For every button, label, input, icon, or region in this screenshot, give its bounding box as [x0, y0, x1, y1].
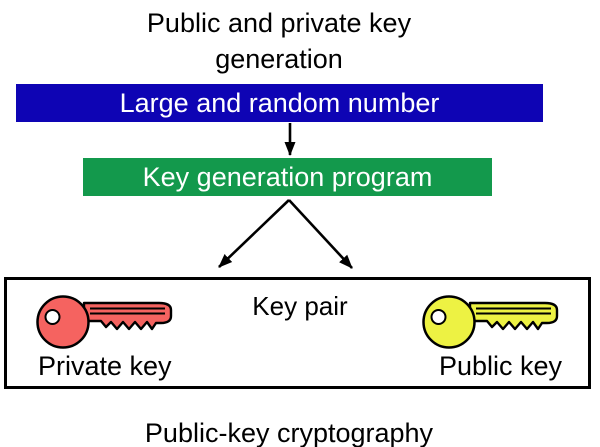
private-key-icon: [36, 295, 173, 349]
public-key-icon: [422, 295, 559, 349]
random-number-box-label: Large and random number: [119, 87, 440, 118]
key-generation-program-label: Key generation program: [142, 161, 433, 192]
diagram-title-line2: generation: [215, 44, 343, 74]
public-key-label: Public key: [439, 351, 563, 381]
private-key-label: Private key: [38, 351, 172, 381]
diagram-title: Public and private key generation: [0, 5, 558, 77]
key-pair-box: [4, 277, 591, 389]
arrow-branch-right-icon: [288, 199, 353, 269]
key-pair-heading: Key pair: [252, 291, 348, 321]
diagram-title-line1: Public and private key: [146, 8, 412, 38]
arrow-branch-left-icon: [218, 199, 290, 268]
diagram-caption: Public-key cryptography: [144, 418, 434, 447]
random-number-box: Large and random number: [16, 84, 543, 122]
key-generation-program-box: Key generation program: [83, 158, 492, 196]
